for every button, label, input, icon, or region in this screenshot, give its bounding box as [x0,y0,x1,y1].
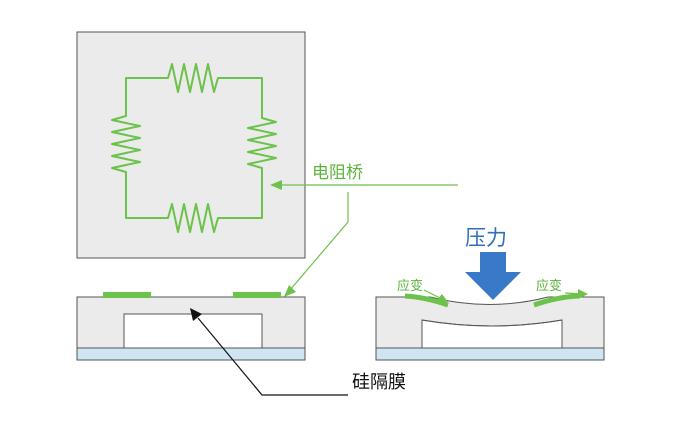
diaphragm-callout: 硅隔膜 [190,308,406,396]
silicon-body-right [375,296,605,349]
cross-section-left [76,292,306,361]
strain-label-right: 应变 [536,278,562,294]
deformed-diaphragm [421,319,563,327]
silicon-diaphragm-label: 硅隔膜 [352,372,406,393]
piezoresistor-right-2 [533,293,579,308]
down-arrow-icon [465,252,521,300]
strain-label-left: 应变 [397,278,423,294]
bridge-callout-arrowhead [270,180,282,190]
silicon-body-left [76,296,306,349]
piezoresistor-left-2 [233,292,281,298]
cross-section-right: 应变 应变 压力 [375,226,605,361]
resistor-bridge-loop [111,63,277,233]
pressure-label: 压力 [465,226,507,250]
piezoresistor-right-1 [404,293,449,308]
piezoresistor-left-1 [103,292,151,298]
resistor-bridge-label: 电阻桥 [312,163,363,183]
bridge-to-section-callout [284,192,349,297]
substrate-left [76,347,306,361]
top-view-panel: 电阻桥 [76,31,458,259]
substrate-right [375,347,605,361]
